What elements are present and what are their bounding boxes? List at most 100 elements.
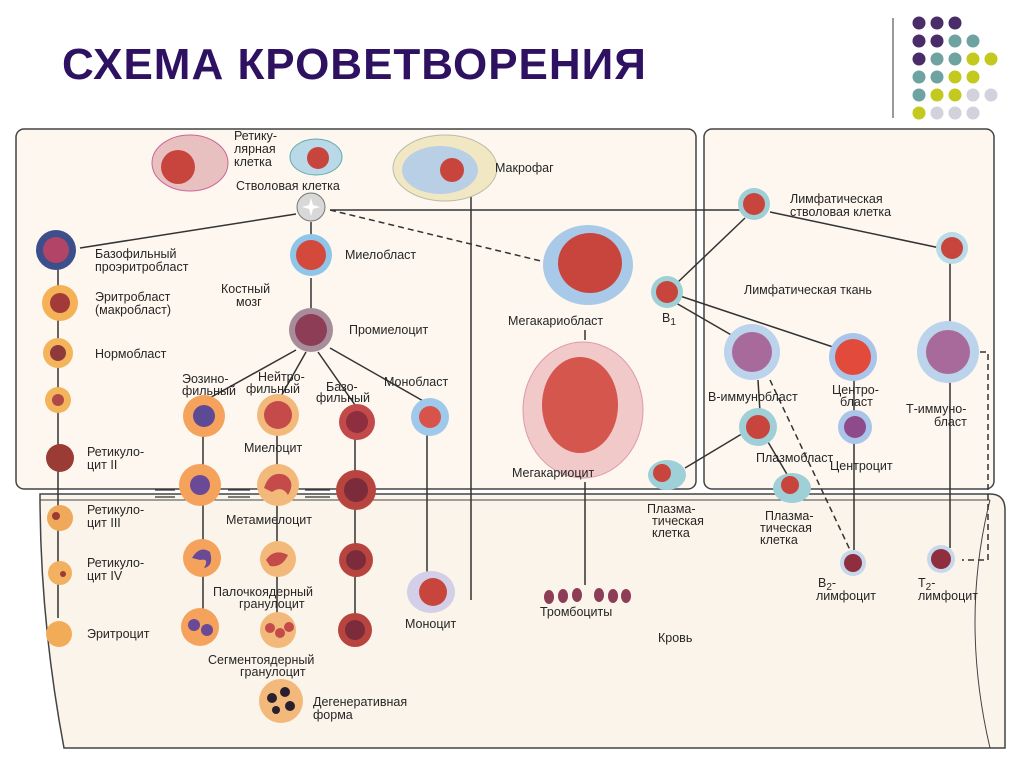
t-lymph-nucleus: [941, 237, 963, 259]
reticulocyte-4-cell: [48, 561, 72, 585]
basophilic-band-nucleus: [346, 550, 366, 570]
connector-b1-bimmunoblast: [675, 302, 741, 341]
title-divider: [892, 18, 894, 118]
megakaryoblast-nucleus: [558, 233, 622, 293]
connector-t-feedback: [962, 351, 989, 561]
label-megakaryoblast: Мегакариобласт: [508, 314, 603, 328]
dot-icon: [948, 34, 962, 48]
dot-icon: [930, 106, 944, 120]
label-degenerative-form: Дегенеративная форма: [313, 695, 411, 722]
vessel-end-curve: [974, 499, 991, 749]
lymph-stem-cell-nucleus: [743, 193, 765, 215]
dot-icon: [930, 16, 944, 30]
eosinophilic-myelocyte-nucleus: [193, 405, 215, 427]
connector-promyelocyte-basophilic: [317, 351, 356, 406]
dot-icon: [930, 52, 944, 66]
dot-icon: [912, 70, 926, 84]
label-myeloblast: Миелобласт: [345, 248, 416, 262]
eosinophilic-segmented-lobe: [188, 619, 200, 631]
label-erythroblast: Эритробласт (макробласт): [95, 290, 174, 317]
reticulocyte-3-cell: [47, 505, 73, 531]
label-basophilic: Базо- фильный: [316, 380, 370, 405]
label-plasma-cell-1: Плазма- тическая клетка: [647, 502, 707, 540]
connector-stem-basophilic: [79, 213, 297, 249]
thrombocyte: [621, 589, 631, 603]
plasmoblast-nucleus: [746, 415, 770, 439]
neutrophilic-segmented-lobe: [284, 622, 294, 632]
label-monoblast: Монобласт: [384, 375, 448, 389]
normoblast-2-nucleus: [52, 394, 64, 406]
label-erythrocyte: Эритроцит: [87, 627, 150, 641]
label-lymph-stem-cell: Лимфатическая стволовая клетка: [790, 192, 891, 219]
eosinophilic-segmented-lobe: [201, 624, 213, 636]
label-stem-cell: Стволовая клетка: [236, 179, 340, 193]
basophilic-segmented-nucleus: [345, 620, 365, 640]
thrombocyte: [608, 589, 618, 603]
myeloblast-nucleus: [296, 240, 326, 270]
label-reticulocyte-2: Ретикуло- цит II: [87, 445, 148, 472]
promyelocyte-nucleus: [295, 314, 327, 346]
connector-lymphstem-t: [769, 211, 941, 249]
degenerative-form-lobe: [267, 693, 277, 703]
connector-promyelocyte-eosinophilic: [205, 349, 297, 401]
basophilic-myelocyte-nucleus: [346, 411, 368, 433]
dot-icon: [930, 88, 944, 102]
label-t2-lymphocyte: T2- лимфоцит: [918, 576, 978, 603]
label-plasma-cell-2: Плазма- тическая клетка: [760, 509, 817, 547]
dot-icon: [984, 88, 998, 102]
b1-nucleus: [656, 281, 678, 303]
label-centroblast: Центро- бласт: [832, 383, 882, 409]
reticulocyte-3-granule: [52, 512, 60, 520]
dot-icon: [966, 52, 980, 66]
dot-icon: [948, 106, 962, 120]
eosinophilic-metamyelocyte-nucleus: [190, 475, 210, 495]
label-megakaryocyte: Мегакариоцит: [512, 466, 594, 480]
lymph-tissue-region: [703, 128, 995, 490]
connector-plasmoblast-plasmacell: [684, 431, 746, 469]
label-plasmoblast: Плазмобласт: [756, 451, 833, 465]
dot-icon: [966, 70, 980, 84]
label-promyelocyte: Промиелоцит: [349, 323, 429, 337]
neutrophilic-band-nucleus: [266, 552, 288, 567]
normoblast-nucleus: [50, 345, 66, 361]
t-immunoblast-nucleus: [926, 330, 970, 374]
connector-b1-centroblast: [679, 295, 837, 349]
b-immunoblast-nucleus: [732, 332, 772, 372]
reticular-cell-2-nucleus: [307, 147, 329, 169]
connector-stem-megakaryoblast: [329, 209, 546, 263]
dot-icon: [930, 70, 944, 84]
connector-bimmunoblast-b2: [769, 379, 851, 551]
connector-promyelocyte-neutrophilic: [279, 351, 307, 399]
slide-title: СХЕМА КРОВЕТВОРЕНИЯ: [62, 40, 647, 89]
label-band-granulocyte: Палочкоядерный гранулоцит: [213, 585, 316, 611]
macrophage-nucleus: [440, 158, 464, 182]
label-normoblast: Нормобласт: [95, 347, 167, 361]
label-centrocyte: Центроцит: [830, 459, 893, 473]
degenerative-form-lobe: [285, 701, 295, 711]
degenerative-form-lobe: [272, 706, 280, 714]
dot-icon: [966, 34, 980, 48]
neutrophilic-segmented-lobe: [275, 628, 285, 638]
label-reticulocyte-4: Ретикуло- цит IV: [87, 556, 148, 583]
label-macrophage: Макрофаг: [495, 161, 554, 175]
thrombocyte: [572, 588, 582, 602]
monocyte-nucleus: [419, 578, 447, 606]
label-lymph-tissue: Лимфатическая ткань: [744, 283, 872, 297]
connector-bimmunoblast-plasmoblast: [757, 379, 761, 413]
reticular-cell-nucleus: [161, 150, 195, 184]
label-thrombocytes: Тромбоциты: [540, 605, 612, 619]
dot-icon: [930, 34, 944, 48]
erythroblast-nucleus: [50, 293, 70, 313]
decorative-dot-grid: [912, 16, 998, 120]
thrombocyte: [558, 589, 568, 603]
label-metamyelocyte: Метамиелоцит: [226, 513, 312, 527]
dot-icon: [912, 16, 926, 30]
dot-icon: [984, 52, 998, 66]
neutrophilic-segmented-lobe: [265, 623, 275, 633]
dot-icon: [966, 88, 980, 102]
eosinophilic-segmented-cell: [181, 608, 219, 646]
dot-icon: [948, 88, 962, 102]
dot-icon: [948, 70, 962, 84]
connector-lymphstem-b1: [677, 217, 746, 283]
